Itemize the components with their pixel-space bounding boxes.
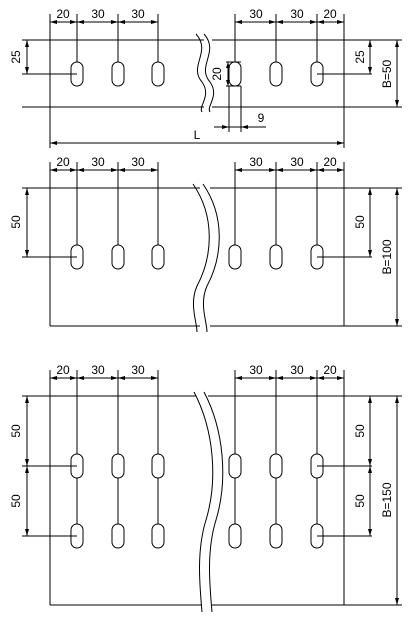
panel-b50-right-dims: 25 B=50 (317, 39, 402, 108)
dim-pitch-label: 30 (290, 363, 304, 377)
dim-pitch-label: 30 (249, 363, 263, 377)
slot (111, 523, 125, 549)
length-label: L (194, 128, 201, 142)
panel-b50-slot-detail: 20 9 (210, 61, 266, 132)
panel-b100-centerlines (76, 162, 318, 257)
panel-b150-centerlines (76, 370, 318, 536)
panel-b100-break (192, 183, 210, 333)
width-label: B=50 (380, 59, 394, 88)
dim-pitch-label: 30 (131, 7, 145, 21)
dim-pitch-label: 20 (56, 155, 70, 169)
dim-pitch-label: 30 (91, 155, 105, 169)
width-label: B=150 (380, 482, 394, 517)
slot (151, 61, 165, 87)
panel-b150: 20 30 30 30 30 20 50 50 50 (9, 363, 402, 613)
panel-b50-top-dims: 20 30 30 30 30 20 (49, 7, 345, 40)
panel-b100-left-dims: 50 (9, 188, 77, 258)
panel-b100: 20 30 30 30 30 20 50 50 B=100 (9, 155, 402, 333)
panel-b50-slots (70, 61, 324, 87)
slot (228, 523, 242, 549)
dim-pitch-label: 20 (56, 7, 70, 21)
slot (269, 523, 283, 549)
panel-b50: 20 30 30 30 30 20 25 25 B=50 (9, 7, 402, 148)
dim-row-label: 50 (353, 424, 367, 438)
width-label: B=100 (380, 239, 394, 274)
panel-b150-break (193, 391, 214, 613)
dim-pitch-label: 30 (249, 155, 263, 169)
panel-b150-outline (22, 395, 402, 606)
slot-height-label: 20 (210, 67, 224, 81)
dim-pitch-label: 30 (290, 7, 304, 21)
panel-b100-right-dims: 50 B=100 (317, 187, 402, 327)
panel-b150-slots-row2 (70, 523, 324, 549)
slot (228, 453, 242, 479)
slot (228, 61, 242, 87)
panel-b50-left-dims: 25 (9, 40, 77, 75)
dim-row-label: 50 (353, 494, 367, 508)
slot-width-label: 9 (258, 111, 265, 125)
slot (151, 244, 165, 270)
panel-b100-top-dims: 20 30 30 30 30 20 (49, 155, 345, 188)
slot (228, 244, 242, 270)
dim-pitch-label: 20 (323, 7, 337, 21)
dim-pitch-label: 30 (131, 155, 145, 169)
slot (151, 453, 165, 479)
panel-b50-break (195, 33, 207, 113)
dim-pitch-label: 30 (91, 7, 105, 21)
panel-b150-right-dims: 50 50 B=150 (317, 395, 402, 605)
panel-b150-top-dims: 20 30 30 30 30 20 (49, 363, 345, 396)
dim-pitch-label: 30 (290, 155, 304, 169)
dim-pitch-label: 20 (323, 155, 337, 169)
slot (151, 523, 165, 549)
slot (269, 61, 283, 87)
panel-b50-outline (22, 39, 372, 108)
panel-b50-centerlines (76, 14, 318, 74)
dim-pitch-label: 20 (323, 363, 337, 377)
panel-b150-left-dims: 50 50 (9, 396, 77, 537)
dim-row-label: 50 (9, 494, 23, 508)
dim-row-label: 25 (9, 50, 23, 64)
panel-b50-length-dim: L (49, 107, 345, 148)
slot (269, 244, 283, 270)
dim-pitch-label: 30 (91, 363, 105, 377)
panel-b100-slots (70, 244, 324, 270)
slot (111, 453, 125, 479)
panel-b150-slots-row1 (70, 453, 324, 479)
dim-row-label: 25 (353, 50, 367, 64)
panel-b100-outline (22, 187, 372, 327)
dim-row-label: 50 (353, 215, 367, 229)
slot (111, 244, 125, 270)
dim-pitch-label: 20 (56, 363, 70, 377)
dim-pitch-label: 30 (131, 363, 145, 377)
dim-row-label: 50 (9, 215, 23, 229)
slot (269, 453, 283, 479)
dim-pitch-label: 30 (249, 7, 263, 21)
slot (111, 61, 125, 87)
dim-row-label: 50 (9, 424, 23, 438)
